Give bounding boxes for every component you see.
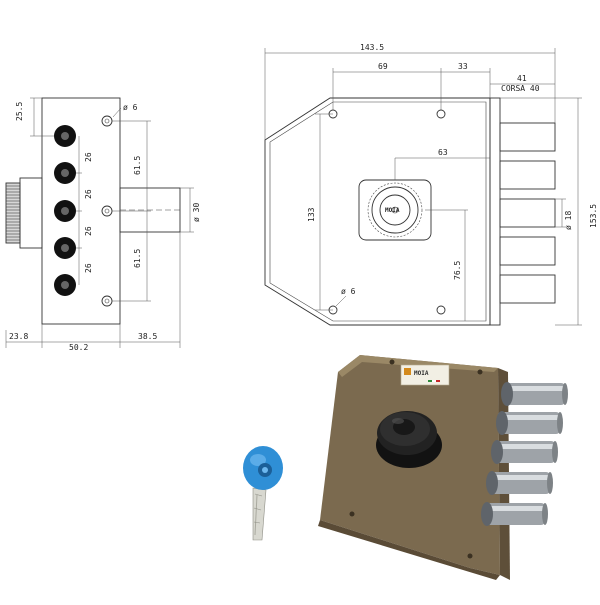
dim-total-width: 143.5: [360, 43, 384, 52]
front-bolt-3: [499, 198, 556, 228]
side-dimension-lines: [5, 97, 194, 348]
front-bolt-5: [499, 274, 556, 304]
side-view: 25.5 ø 6 26 26 26 26 61.5 61.5 ø 30 23.8…: [5, 97, 201, 352]
dim-mount-hole-dia: ø 6: [341, 287, 356, 296]
dim-pitch-2: 26: [84, 189, 93, 199]
photo-bolt-1: [501, 382, 568, 406]
dim-hole-spacing: 69: [378, 62, 388, 71]
dim-top-offset: 25.5: [15, 102, 24, 121]
side-screw-holes: [101, 115, 113, 307]
photo-bolt-4: [486, 471, 553, 495]
front-view: MOIA 143.5 69: [264, 43, 598, 326]
knob-knurling: [6, 185, 20, 241]
dim-cylinder-height: 76.5: [453, 261, 462, 280]
photo-brand-sticker: MOIA: [400, 364, 450, 386]
dim-pitch-3: 26: [84, 226, 93, 236]
brand-logo-icon: [404, 368, 411, 375]
dim-pitch-4: 26: [84, 263, 93, 273]
dim-throw: 41: [517, 74, 527, 83]
front-bolt-4: [499, 236, 556, 266]
dim-pitch-1: 26: [84, 152, 93, 162]
dim-overall-height: 153.5: [589, 204, 598, 228]
dim-cylinder-dia: ø 30: [192, 203, 201, 222]
photo-bolt-5: [481, 502, 548, 526]
cylinder-brand-label: MOIA: [385, 207, 400, 214]
photo-bolt-2: [496, 411, 563, 435]
front-cylinder-rosette: MOIA: [358, 179, 432, 241]
front-lock-body: [264, 97, 491, 326]
dim-height-total: 133: [307, 207, 316, 222]
front-bolts: [499, 122, 556, 304]
photo-cylinder-knob: [376, 411, 442, 468]
side-bolt-heads: [54, 125, 76, 296]
dim-knob-width: 23.8: [9, 332, 28, 341]
photo-brand-label: MOIA: [414, 370, 429, 377]
dim-lower-half: 61.5: [133, 249, 142, 268]
dim-upper-half: 61.5: [133, 156, 142, 175]
photo-bolts: [481, 382, 568, 526]
dim-hole-to-edge: 33: [458, 62, 468, 71]
product-photo: MOIA: [243, 355, 568, 580]
photo-bolt-3: [491, 440, 558, 464]
front-faceplate: [489, 97, 501, 326]
front-bolt-2: [499, 160, 556, 190]
dim-body-depth: 50.2: [69, 343, 88, 352]
dim-bolt-dia: ø 18: [564, 211, 573, 230]
photo-key: [243, 446, 283, 541]
dim-cylinder-projection: 38.5: [138, 332, 157, 341]
front-bolt-1: [499, 122, 556, 152]
side-knob: [5, 177, 43, 249]
front-dimension-lines: [264, 48, 582, 326]
dim-corsa-label: CORSA 40: [501, 84, 540, 93]
dim-pin-hole-dia: ø 6: [123, 103, 138, 112]
dim-backset: 63: [438, 148, 448, 157]
